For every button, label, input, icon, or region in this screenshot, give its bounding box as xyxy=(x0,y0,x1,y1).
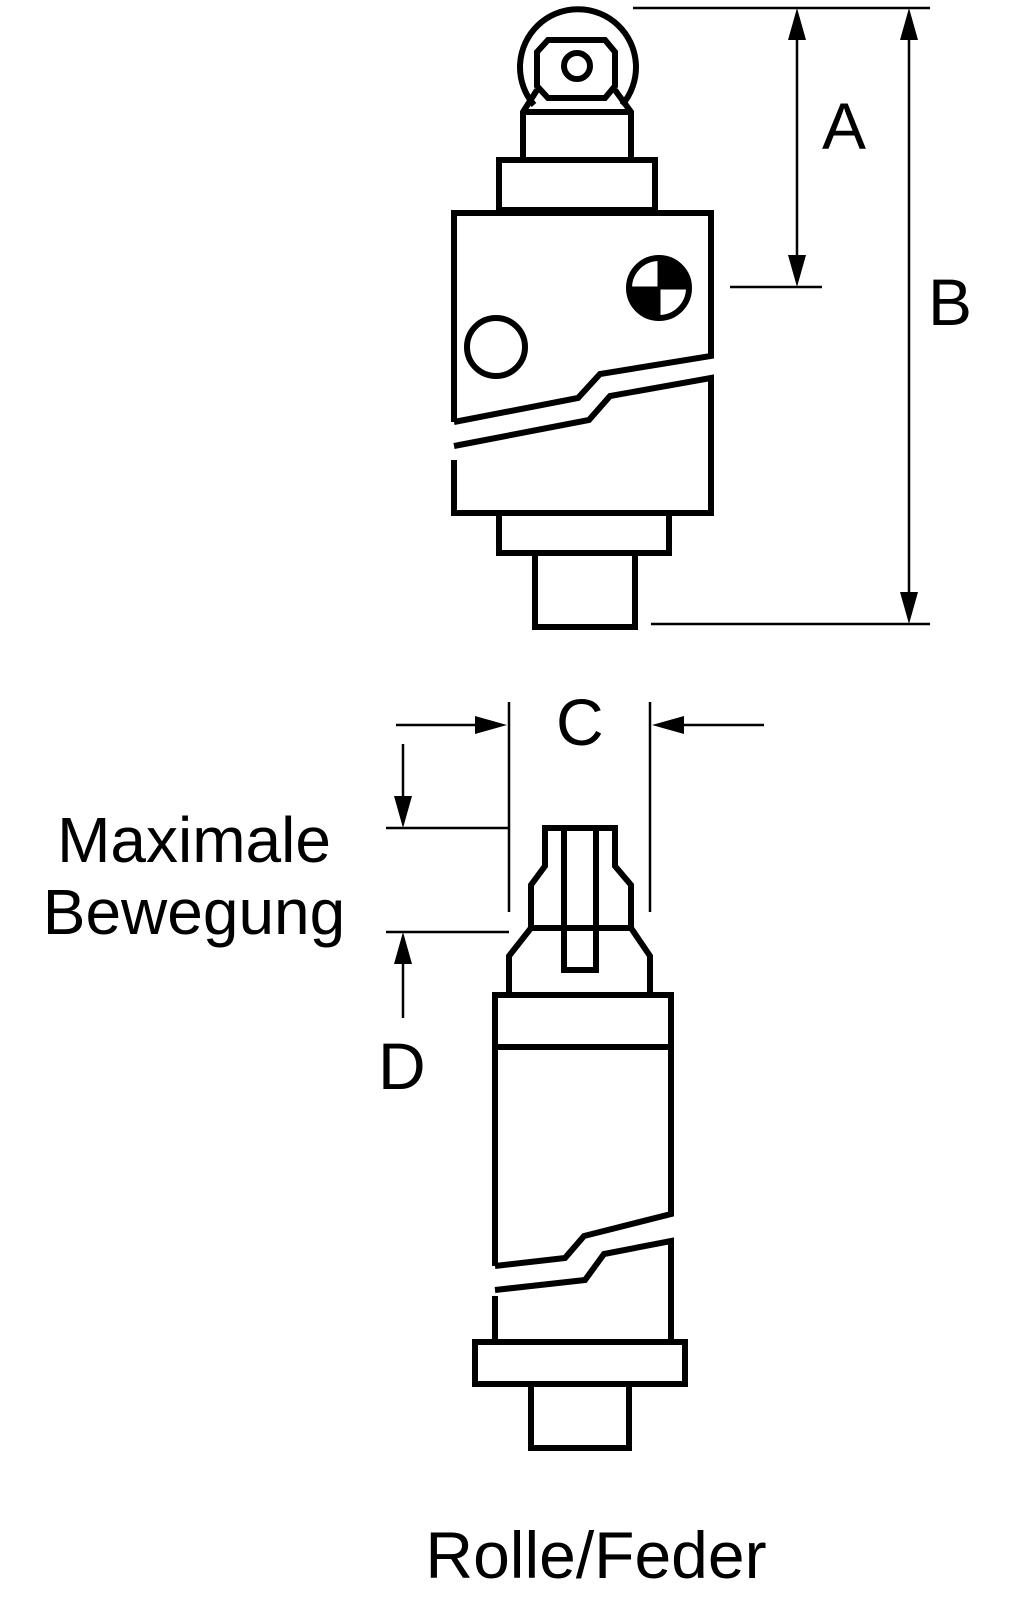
roller-hub xyxy=(534,37,618,101)
diagram-caption: Rolle/Feder xyxy=(425,1518,766,1592)
side-base xyxy=(528,1381,632,1451)
dimension-a: A xyxy=(633,6,930,289)
dimension-c: C xyxy=(396,685,764,912)
roller-wheel xyxy=(517,6,639,107)
plunger-neck xyxy=(496,157,658,213)
bottom-collar xyxy=(496,510,672,556)
plunger-tip xyxy=(528,825,634,928)
center-mark-icon xyxy=(626,255,692,321)
switch-housing-upper xyxy=(451,210,714,425)
dimension-c-label: C xyxy=(556,685,604,759)
movement-label-line1: Maximale xyxy=(57,804,331,876)
switch-housing-lower xyxy=(451,374,714,516)
dimension-b: B xyxy=(651,8,972,626)
conduit-stub xyxy=(532,550,638,630)
movement-label-line2: Bewegung xyxy=(43,876,345,948)
side-flange xyxy=(472,1339,688,1387)
plunger-slot xyxy=(561,825,599,973)
dimension-d-label: D xyxy=(378,1029,426,1103)
dimension-b-label: B xyxy=(928,265,972,339)
top-switch-view: A B xyxy=(451,6,972,630)
plunger-shoulder xyxy=(506,925,653,992)
side-switch-view: C D Maximale Bewegung xyxy=(43,685,764,1451)
side-housing-lower xyxy=(492,1237,674,1345)
side-housing-upper xyxy=(492,992,674,1269)
mounting-hole xyxy=(464,315,528,379)
dimension-a-label: A xyxy=(822,89,866,163)
dimension-d: D xyxy=(378,744,509,1103)
roller-yoke xyxy=(520,88,634,160)
roller-axle xyxy=(561,50,593,82)
